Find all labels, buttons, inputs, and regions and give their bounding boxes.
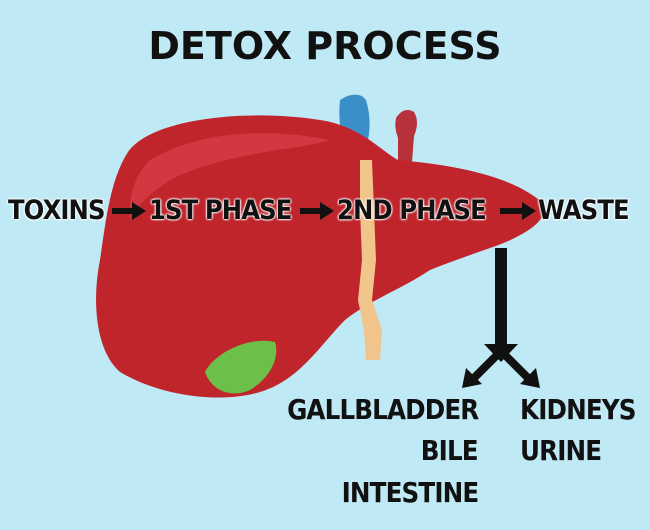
output-gallbladder: GALLBLADDER bbox=[286, 393, 479, 426]
liver-highlight bbox=[129, 133, 330, 220]
arrow-icon bbox=[471, 353, 531, 381]
step-1st-phase: 1ST PHASE bbox=[149, 195, 292, 226]
output-intestine: INTESTINE bbox=[341, 476, 479, 509]
arrow-icon bbox=[300, 202, 334, 220]
artery-icon bbox=[395, 110, 417, 162]
step-2nd-phase: 2ND PHASE bbox=[337, 195, 487, 226]
gallbladder-icon bbox=[205, 340, 277, 394]
liver-icon bbox=[96, 115, 546, 398]
arrow-icon bbox=[484, 248, 518, 362]
page-title: DETOX PROCESS bbox=[148, 24, 502, 68]
output-kidneys: KIDNEYS bbox=[520, 393, 636, 426]
bile-duct-icon bbox=[358, 160, 382, 360]
output-urine: URINE bbox=[520, 434, 602, 467]
step-waste: WASTE bbox=[538, 195, 630, 226]
arrow-icon bbox=[520, 368, 540, 388]
arrow-icon bbox=[112, 202, 146, 220]
arrow-icon bbox=[462, 368, 482, 388]
arrow-icon bbox=[500, 202, 536, 220]
step-toxins: TOXINS bbox=[8, 195, 105, 226]
output-bile: BILE bbox=[421, 434, 479, 467]
